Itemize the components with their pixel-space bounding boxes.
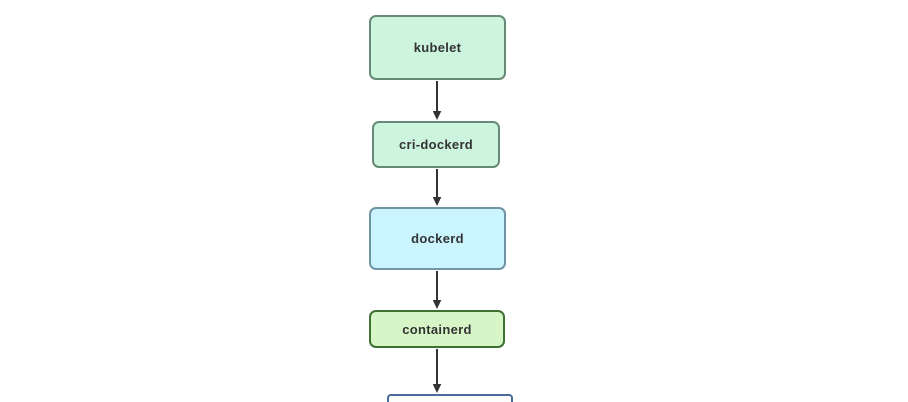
edge-containerd-to-bottom-partial [431,349,443,393]
flowchart-node-dockerd: dockerd [369,207,506,270]
arrow-down-icon [432,384,442,393]
edge-dockerd-to-containerd [431,271,443,309]
flowchart-node-kubelet: kubelet [369,15,506,80]
node-label-containerd: containerd [402,321,472,337]
edge-cri-dockerd-to-dockerd [431,169,443,206]
flowchart-node-containerd: containerd [369,310,505,348]
arrow-down-icon [432,111,442,120]
edge-line [436,349,438,387]
arrow-down-icon [432,300,442,309]
node-label-cri-dockerd: cri-dockerd [398,137,474,152]
node-label-dockerd: dockerd [411,231,464,246]
edge-line [436,81,438,114]
flowchart-node-bottom-partial [387,394,513,402]
edge-line [436,169,438,200]
edge-kubelet-to-cri-dockerd [431,81,443,120]
arrow-down-icon [432,197,442,206]
flowchart-node-cri-dockerd: cri-dockerd [372,121,500,168]
edge-line [436,271,438,303]
node-label-kubelet: kubelet [413,40,462,55]
